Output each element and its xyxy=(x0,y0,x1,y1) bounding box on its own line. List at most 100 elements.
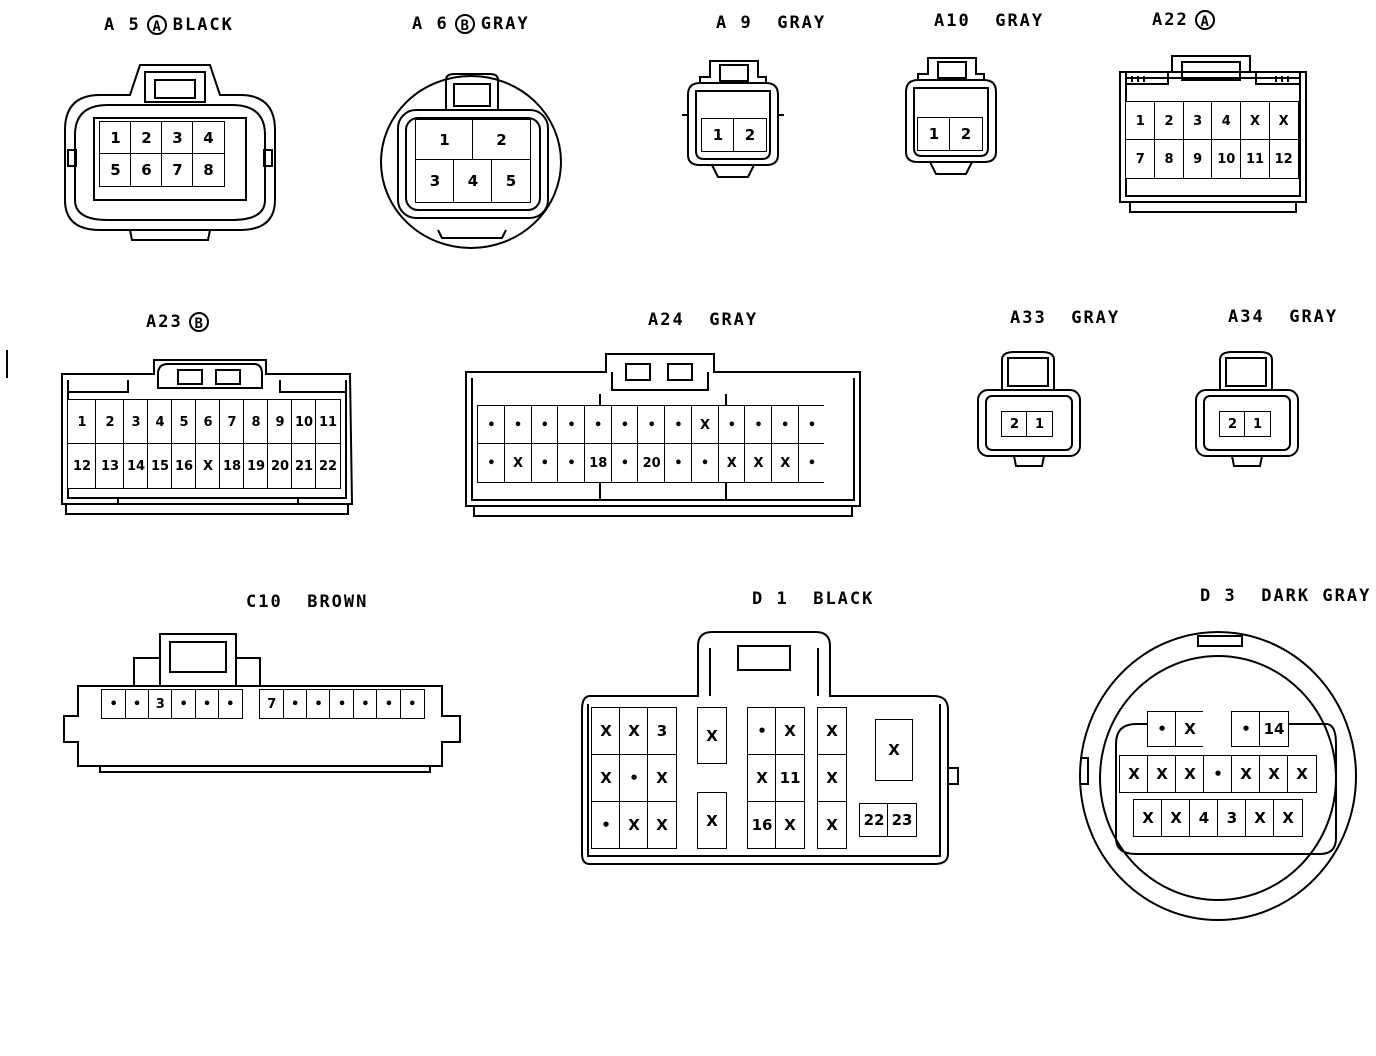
pin: 2 xyxy=(1153,101,1185,141)
pin: 2 xyxy=(95,399,125,445)
pin: • xyxy=(664,405,693,445)
pin: X xyxy=(1259,755,1289,793)
pin: 12 xyxy=(67,443,97,489)
pin: • xyxy=(664,443,693,483)
pin: • xyxy=(530,443,559,483)
pin: 22 xyxy=(315,443,341,489)
pin: 12 xyxy=(1268,139,1299,179)
pin: 3 xyxy=(647,707,677,756)
pin: X xyxy=(647,753,677,803)
pin: 11 xyxy=(775,753,805,803)
pin: X xyxy=(744,443,773,483)
pin: 3 xyxy=(147,689,173,719)
label-a9: A 9 GRAY xyxy=(716,13,827,33)
pin: • xyxy=(797,405,827,445)
pin: • xyxy=(477,443,506,483)
pin: 8 xyxy=(192,153,225,187)
pin: • xyxy=(690,443,720,483)
pin: • xyxy=(1203,755,1233,793)
pin: 3 xyxy=(1182,101,1213,141)
connector-c10-outline xyxy=(63,633,461,773)
pin: 4 xyxy=(453,159,493,203)
pin: • xyxy=(329,689,355,719)
pin: 1 xyxy=(415,119,474,161)
connector-a6-outline xyxy=(380,73,562,249)
label-a10: A10 GRAY xyxy=(934,11,1045,31)
pin: X xyxy=(1245,799,1275,837)
pin: 1 xyxy=(67,399,97,445)
pin: • xyxy=(503,405,533,445)
pin: 10 xyxy=(291,399,317,445)
pin: • xyxy=(194,689,220,719)
pin: 2 xyxy=(949,117,983,151)
connector-a10-outline xyxy=(905,57,997,175)
pin-gap xyxy=(1203,711,1233,747)
connector-a5-outline xyxy=(64,64,276,241)
pin: • xyxy=(171,689,197,719)
pin: X xyxy=(619,800,649,849)
pin: X xyxy=(1133,799,1163,837)
pin: 3 xyxy=(1217,799,1247,837)
pin: 6 xyxy=(195,399,221,445)
pin: 3 xyxy=(415,159,455,203)
pin: 20 xyxy=(267,443,293,489)
pin: • xyxy=(637,405,666,445)
pin: X xyxy=(697,792,727,849)
pin: • xyxy=(352,689,378,719)
pin: 9 xyxy=(1182,139,1213,179)
pin: 20 xyxy=(637,443,666,483)
pin: X xyxy=(1161,799,1191,837)
label-a33: A33 GRAY xyxy=(1010,308,1121,328)
pin: 22 xyxy=(859,803,889,837)
pin: • xyxy=(584,405,613,445)
pin: X xyxy=(817,753,847,803)
pin: 10 xyxy=(1211,139,1242,179)
pin: X xyxy=(1231,755,1261,793)
label-a24: A24 GRAY xyxy=(648,310,759,330)
pin: 14 xyxy=(1259,711,1289,747)
pin: • xyxy=(124,689,150,719)
pin: • xyxy=(797,443,827,483)
pin: X xyxy=(771,443,800,483)
pin: 16 xyxy=(747,800,777,849)
pin: • xyxy=(747,707,777,756)
pin: X xyxy=(717,443,746,483)
pin: X xyxy=(1287,755,1317,793)
pin: 4 xyxy=(1189,799,1219,837)
pin: X xyxy=(1268,101,1299,141)
pin: 15 xyxy=(147,443,173,489)
label-c10: C10 BROWN xyxy=(246,592,369,612)
pin: X xyxy=(195,443,221,489)
pin: 8 xyxy=(1153,139,1185,179)
pin: • xyxy=(744,405,773,445)
pin: • xyxy=(717,405,746,445)
pin: 2 xyxy=(130,121,163,155)
label-d1: D 1 BLACK xyxy=(752,589,875,609)
connector-a22-outline xyxy=(1119,55,1307,213)
connector-c10: ••3••• 7•••••• xyxy=(60,630,470,776)
pin-row-c10-left: ••3••• xyxy=(101,689,243,719)
pin: • xyxy=(282,689,308,719)
pin: 14 xyxy=(123,443,149,489)
pin: • xyxy=(619,753,649,803)
pin: 11 xyxy=(315,399,341,445)
